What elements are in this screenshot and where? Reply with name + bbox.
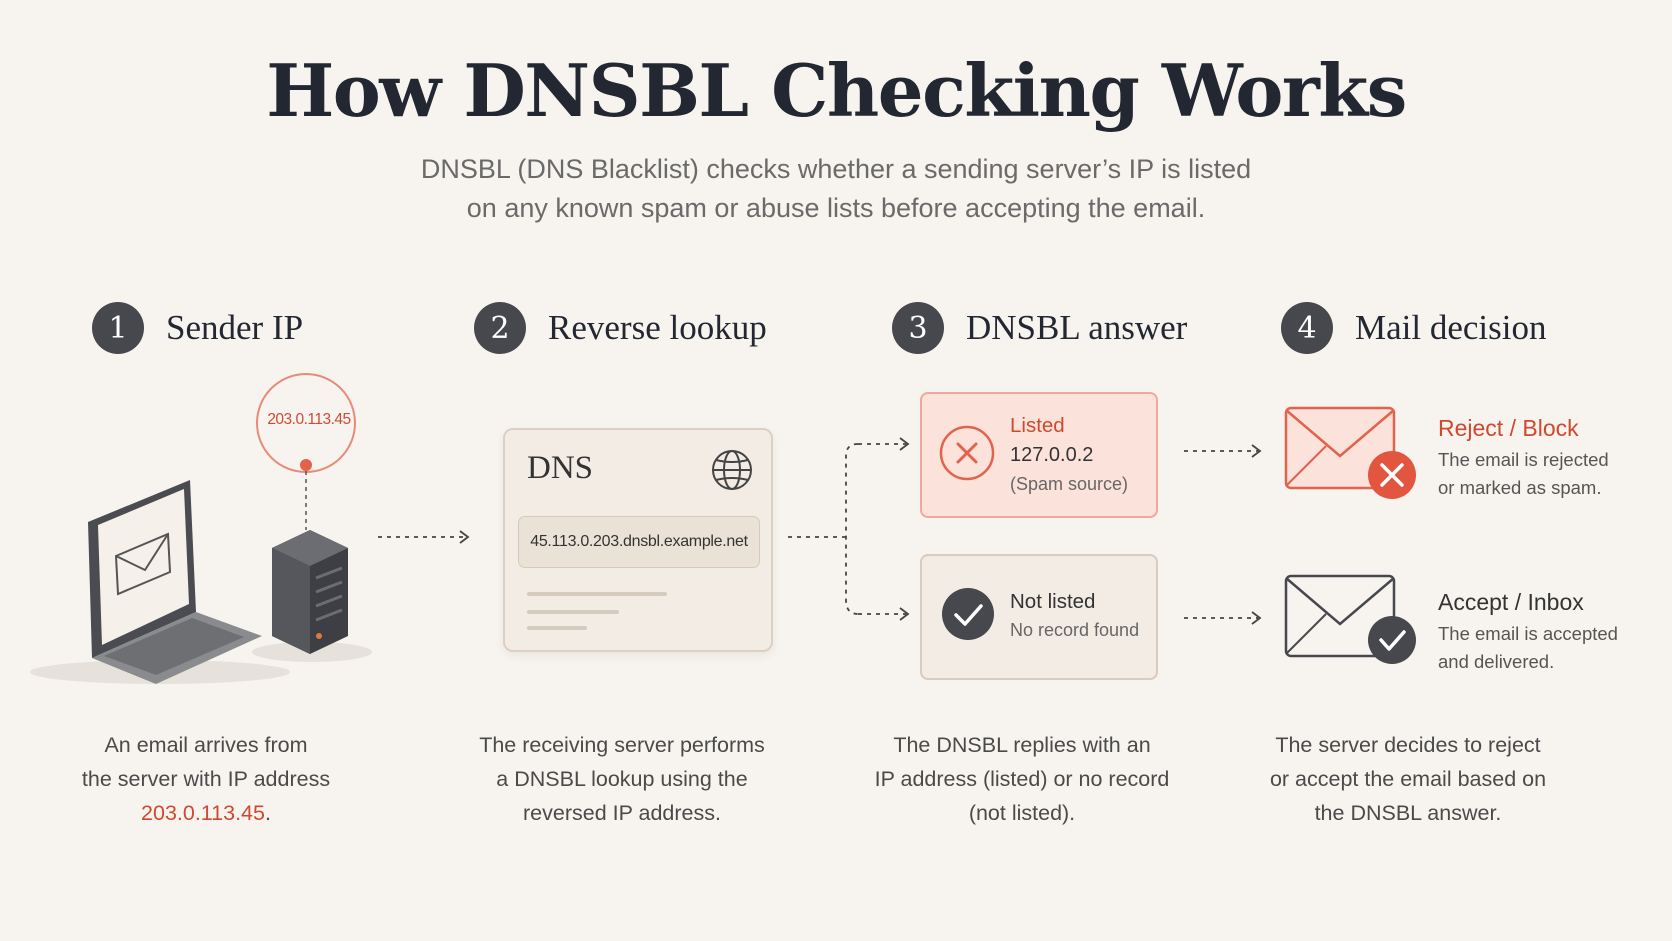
server-icon [252, 530, 372, 662]
not-listed-note: No record found [1010, 620, 1140, 640]
accept-check-icon [1368, 616, 1416, 664]
accept-envelope-icon [1284, 574, 1416, 664]
step-3-title: DNSBL answer [966, 308, 1188, 347]
step-2-desc-line-1: The receiving server performs [479, 733, 765, 757]
step-1-desc-line-3: 203.0.113.45. [41, 796, 371, 830]
step-1-desc-line-2: the server with IP address [81, 767, 331, 791]
step-3-description: The DNSBL replies with an IP address (li… [857, 728, 1187, 830]
step-4-description: The server decides to reject or accept t… [1243, 728, 1573, 830]
dns-label: DNS [527, 450, 594, 486]
subtitle-line-1: DNSBL (DNS Blacklist) checks whether a s… [420, 154, 1252, 184]
reject-text-line-1: The email is rejected [1438, 449, 1609, 470]
dns-card: DNS 45.113.0.203.dnsbl.example.net [503, 428, 773, 652]
page-title: How DNSBL Checking Works [266, 48, 1407, 133]
listed-status: Listed [1010, 414, 1065, 437]
listed-value: 127.0.0.2 [1010, 444, 1094, 466]
step-2-desc-line-2: a DNSBL lookup using the [496, 767, 748, 791]
not-listed-check-icon [942, 588, 994, 640]
globe-icon [712, 450, 752, 490]
step-1-header: 1 Sender IP [92, 300, 303, 356]
step-2-header: 2 Reverse lookup [474, 300, 767, 356]
accept-text: The email is accepted and delivered. [1438, 620, 1648, 676]
accept-title: Accept / Inbox [1438, 589, 1584, 615]
not-listed-status: Not listed [1010, 590, 1096, 613]
dns-query-field: 45.113.0.203.dnsbl.example.net [518, 516, 760, 568]
step-4-header: 4 Mail decision [1281, 300, 1547, 356]
arrow-listed-to-reject [1184, 444, 1262, 458]
step-1-title: Sender IP [166, 308, 304, 347]
step-3-desc-line-3: (not listed). [968, 801, 1076, 825]
ip-bubble [256, 373, 356, 530]
step-1-description: An email arrives from the server with IP… [41, 728, 371, 830]
arrow-ip-to-dns [378, 530, 470, 544]
step-1-desc-end: . [264, 801, 271, 825]
step-4-desc-line-2: or accept the email based on [1269, 767, 1547, 791]
step-2-description: The receiving server performs a DNSBL lo… [457, 728, 787, 830]
placeholder-line [527, 626, 587, 630]
step-3-number: 3 [892, 302, 944, 354]
step-4-number: 4 [1281, 302, 1333, 354]
step-1-desc-ip: 203.0.113.45 [141, 801, 265, 825]
step-1-number: 1 [92, 302, 144, 354]
page-subtitle: DNSBL (DNS Blacklist) checks whether a s… [336, 150, 1336, 228]
answer-listed-card: Listed 127.0.0.2 (Spam source) [920, 392, 1158, 518]
laptop-envelope-icon [114, 532, 172, 596]
step-3-desc-line-2: IP address (listed) or no record [874, 767, 1170, 791]
reject-text-line-2: or marked as spam. [1438, 477, 1602, 498]
step-2-number: 2 [474, 302, 526, 354]
step-4-title: Mail decision [1355, 308, 1547, 347]
placeholder-line [527, 592, 667, 596]
listed-x-icon [939, 425, 995, 481]
laptop-icon [30, 480, 290, 684]
step-4-desc-line-1: The server decides to reject [1275, 733, 1541, 757]
step-3-desc-line-1: The DNSBL replies with an [893, 733, 1151, 757]
reject-envelope-icon [1284, 406, 1416, 499]
listed-note: (Spam source) [1010, 474, 1129, 494]
placeholder-line [527, 610, 619, 614]
answer-not-listed-card: Not listed No record found [920, 554, 1158, 680]
sender-ip-label: 203.0.113.45 [267, 411, 351, 428]
reject-title: Reject / Block [1438, 415, 1579, 441]
step-1-desc-line-1: An email arrives from [104, 733, 308, 757]
step-2-title: Reverse lookup [548, 308, 767, 347]
arrow-notlisted-to-accept [1184, 611, 1262, 625]
reject-text: The email is rejected or marked as spam. [1438, 446, 1648, 502]
step-3-header: 3 DNSBL answer [892, 300, 1187, 356]
accept-text-line-1: The email is accepted [1438, 623, 1618, 644]
subtitle-line-2: on any known spam or abuse lists before … [466, 193, 1206, 223]
step-2-desc-line-3: reversed IP address. [523, 801, 721, 825]
accept-text-line-2: and delivered. [1438, 651, 1555, 672]
arrow-dns-to-answers [788, 437, 910, 621]
step-4-desc-line-3: the DNSBL answer. [1314, 801, 1502, 825]
